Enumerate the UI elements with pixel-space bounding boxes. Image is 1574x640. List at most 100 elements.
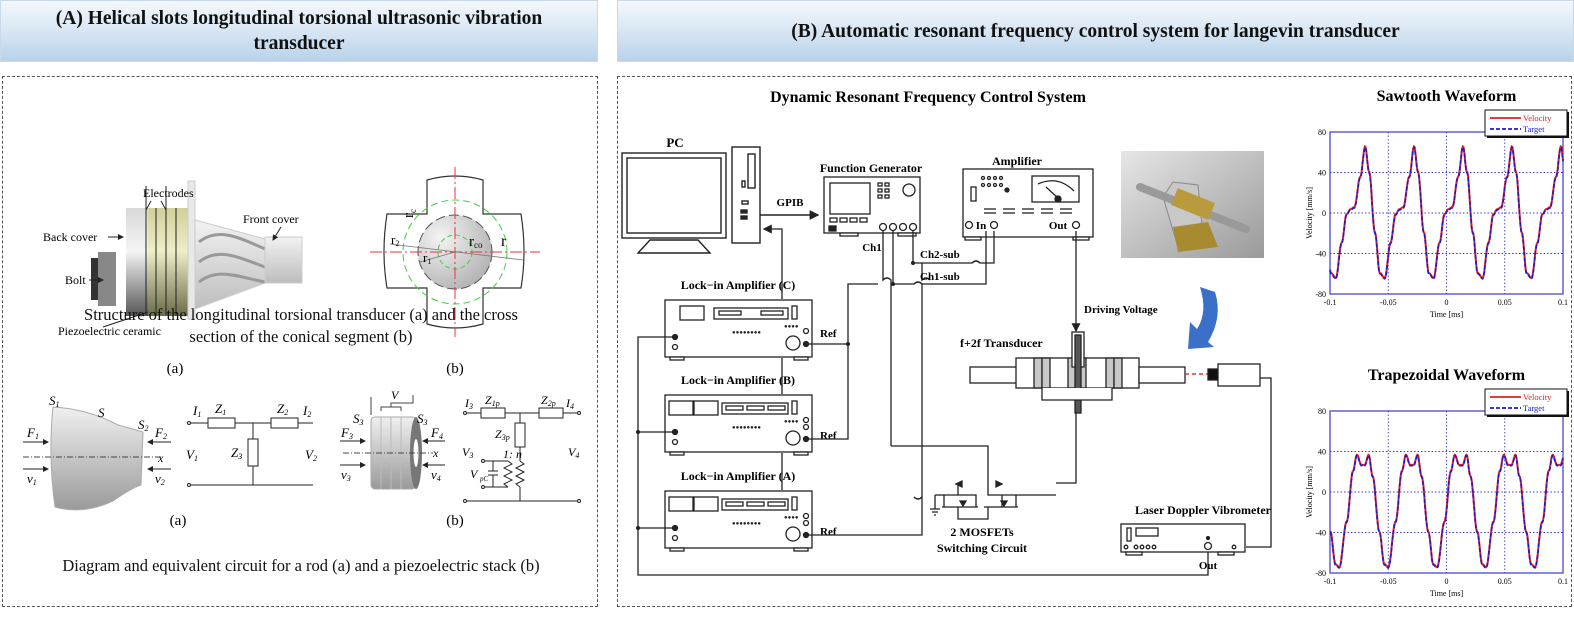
label-F1: F1 [26,425,39,441]
legend-label: Velocity [1523,392,1552,402]
series-line-target [1329,146,1564,280]
transducer-3d-drawing [91,180,303,320]
ldv-label: Laser Doppler Vibrometer [1135,503,1272,517]
fig2-caption: Diagram and equivalent circuit for a rod… [62,556,540,575]
label-V2: V2 [305,447,317,463]
panel-a-title: (A) Helical slots longitudinal torsional… [0,0,598,62]
label-I3: I3 [464,396,473,411]
lockin-c-ref-label: Ref [820,328,837,340]
x-tick-label: -0.05 [1380,577,1397,586]
label-r1: r1 [423,250,431,266]
label-S2: S2 [138,417,149,433]
label-V-source: V [470,467,479,481]
label-back-cover: Back cover [43,230,97,244]
rod-diagram: S1 S S2 F1 v1 F2 v2 x [23,393,171,511]
fig1-sub-b: (b) [446,361,464,377]
label-V1: V1 [186,447,198,463]
back-cover-body [126,208,148,316]
lockin-amplifier-c: Lock−in Amplifier (C) ●●●●●●●● ●●●● Ref [664,278,837,361]
label-v2: v2 [155,471,165,487]
label-r: r [501,233,507,250]
label-v3: v3 [341,467,351,483]
transducer-photo [1121,151,1264,258]
ch1-sub-label: Ch1-sub [920,271,960,283]
label-pc: pC [479,475,489,483]
impedance-Z3 [247,438,259,467]
mosfet-label-line1: 2 MOSFETs [950,525,1014,539]
pc-label: PC [666,135,683,150]
legend-label: Target [1523,124,1545,134]
fig1-caption: Structure of the longitudinal torsional … [84,305,518,346]
x-tick-label: -0.05 [1380,298,1397,307]
legend-label: Velocity [1523,113,1552,123]
label-Z2p: Z2p [541,393,556,408]
legend-box [1484,388,1568,416]
label-V3: V3 [462,445,473,460]
label-F4: F4 [430,425,443,441]
transformer-primary [502,460,514,488]
mosfet-switching-circuit [930,479,1056,520]
svg-text:●●●●: ●●●● [784,515,799,521]
y-tick-label: 80 [1318,128,1326,137]
flange [187,180,196,320]
panel-a-figures: Electrodes Back cover Bolt Front cover P… [23,167,581,529]
fig2-sub-a: (a) [170,513,187,529]
label-Z3p: Z3p [495,427,510,442]
impedance-Z2p [538,407,564,419]
label-ratio: 1: n [503,447,522,461]
ch2-sub-label: Ch2-sub [920,249,960,261]
label-front-cover: Front cover [243,212,299,226]
fig1-sub-a: (a) [167,361,184,377]
ldv-out-label: Out [1199,560,1218,572]
label-Z2: Z2 [277,401,288,417]
x-tick-label: 0 [1445,298,1449,307]
svg-text:●●●●●●●●: ●●●●●●●● [732,521,761,527]
svg-text:●●●●●●●●: ●●●●●●●● [732,425,761,431]
wiring [637,224,1272,576]
svg-text:●●●●: ●●●● [784,419,799,425]
amplifier-in-connector [964,220,974,230]
panel-a: Electrodes Back cover Bolt Front cover P… [2,76,598,607]
label-S: S [98,405,105,420]
label-bolt: Bolt [65,273,86,287]
lockin-amplifier-b: Lock−in Amplifier (B) ●●●●●●●● ●●●● Ref [664,373,837,456]
control-system-diagram: Dynamic Resonant Frequency Control Syste… [621,89,1272,576]
label-F2: F2 [154,425,167,441]
front-cover-tip [264,236,303,284]
impedance-Z1p [480,407,506,419]
label-V-stack: V [391,388,400,402]
transducer-label: f+2f Transducer [960,336,1043,350]
svg-text:●●●●●●●●: ●●●●●●●● [732,330,761,336]
x-tick-label: 0 [1445,577,1449,586]
lockin-c-label: Lock−in Amplifier (C) [681,278,796,292]
system-title: Dynamic Resonant Frequency Control Syste… [770,89,1087,106]
bolt-nut [98,252,116,306]
label-S3-left: S3 [353,411,364,427]
y-tick-label: 40 [1318,169,1326,178]
x-tick-label: -0.1 [1324,577,1337,586]
function-generator-label: Function Generator [820,161,923,175]
ldv-out-connector [1203,541,1213,551]
label-r2: r2 [391,232,399,248]
x-axis-label: Time [ms] [1430,589,1464,598]
panel-b-title: (B) Automatic resonant frequency control… [617,0,1574,62]
label-x-stack: x [432,446,439,460]
y-axis-label: Velocity [mm/s] [1305,187,1314,239]
label-I4: I4 [565,396,574,411]
label-S1: S1 [49,393,60,409]
function-generator-icon [823,176,921,237]
label-Z1p: Z1p [485,393,500,408]
y-tick-label: 0 [1322,209,1326,218]
svg-text:●●●●: ●●●● [784,324,799,330]
stack-wiring [370,395,414,415]
y-tick-label: 40 [1318,448,1326,457]
lockin-a-ref-label: Ref [820,526,837,538]
pc-tower [731,146,761,244]
mosfet-label-line2: Switching Circuit [937,541,1027,555]
laser-doppler-vibrometer-icon [1120,523,1246,556]
x-tick-label: 0.1 [1558,298,1568,307]
laser-head [1207,363,1261,387]
impedance-Z2 [270,417,299,429]
y-tick-label: -80 [1315,569,1326,578]
